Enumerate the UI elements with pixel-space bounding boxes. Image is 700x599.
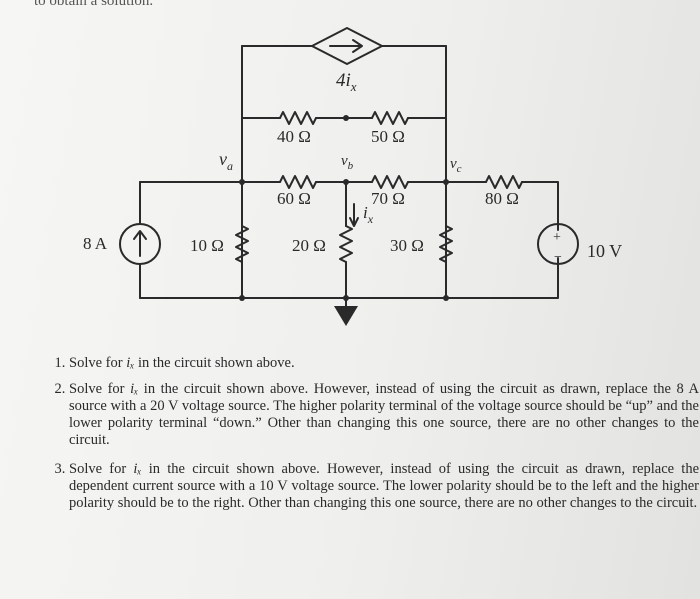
voltage-source-circle: [537, 223, 579, 265]
node-dot-bottom-10: [239, 295, 245, 301]
node-dot-vb: [343, 179, 349, 185]
r60-label: 60 Ω: [277, 189, 311, 208]
ground-symbol: [334, 306, 358, 326]
current-source-label: 8 A: [83, 234, 108, 253]
wire-bottom: [139, 257, 559, 299]
resistor-30-zigzag: [439, 225, 453, 263]
ix-arrow: [349, 203, 359, 227]
current-source-arrow: [133, 230, 147, 257]
problem-3: Solve for iₓ in the circuit shown above.…: [69, 461, 699, 512]
wire-80-right: [521, 181, 559, 231]
resistor-80-zigzag: [485, 175, 523, 189]
resistor-40-zigzag: [279, 111, 317, 125]
resistor-50-zigzag: [371, 111, 409, 125]
r40-label: 40 Ω: [277, 127, 311, 146]
voltage-source-minus: −: [554, 250, 562, 265]
circuit-diagram: 4ix 40 Ω 50 Ω va vb vc 60 Ω 70 Ω 80 Ω ix…: [83, 27, 622, 326]
r50-label: 50 Ω: [371, 127, 405, 146]
resistor-20-zigzag: [339, 225, 353, 263]
node-dot-bottom-20: [343, 295, 349, 301]
node-vb-label: vb: [341, 153, 354, 172]
node-vc-label: vc: [450, 156, 462, 175]
r30-label: 30 Ω: [390, 236, 424, 255]
node-dot-bottom-30: [443, 295, 449, 301]
node-va-label: va: [219, 149, 233, 173]
resistor-60-zigzag: [279, 175, 317, 189]
problem-list: Solve for iₓ in the circuit shown above.…: [45, 355, 699, 524]
node-dot-va: [239, 179, 245, 185]
cutoff-header-text: to obtain a solution.: [34, 0, 154, 9]
dep-source-label: 4ix: [336, 70, 357, 94]
voltage-source-label: 10 V: [587, 241, 622, 261]
ix-label: ix: [363, 203, 374, 226]
r80-label: 80 Ω: [485, 189, 519, 208]
voltage-source-plus: +: [553, 230, 561, 245]
node-dot-vc: [443, 179, 449, 185]
dep-source-diamond: [311, 27, 383, 65]
resistor-70-zigzag: [371, 175, 409, 189]
r70-label: 70 Ω: [371, 189, 405, 208]
node-dot-top-mid: [343, 115, 349, 121]
r10-label: 10 Ω: [190, 236, 224, 255]
dep-source-arrow: [329, 39, 363, 53]
problem-2: Solve for iₓ in the circuit shown above.…: [69, 381, 699, 449]
r20-label: 20 Ω: [292, 236, 326, 255]
resistor-10-zigzag: [235, 225, 249, 263]
problem-1: Solve for iₓ in the circuit shown above.: [69, 355, 699, 372]
